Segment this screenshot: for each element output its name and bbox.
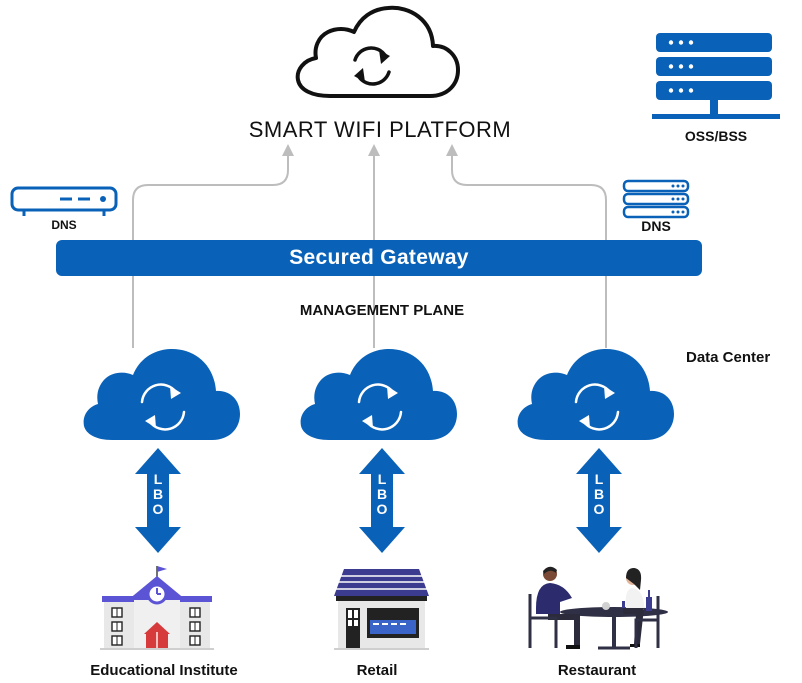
site-label-restaurant: Restaurant [557,662,637,679]
data-center-label: Data Center [686,349,771,366]
server-stack-icon [652,33,780,119]
sync-icon [357,383,403,431]
dns-router-icon [10,186,118,216]
site-label-retail: Retail [356,662,398,679]
lbo-double-arrow [135,448,181,553]
site-label-education: Educational Institute [90,662,238,679]
management-plane-label: MANAGEMENT PLANE [299,302,465,319]
lbo-double-arrow [576,448,622,553]
store-icon [334,569,429,650]
sync-icon [574,383,620,431]
restaurant-icon [528,566,668,650]
dns-left-label: DNS [51,218,77,232]
platform-title: SMART WIFI PLATFORM [248,117,512,142]
lbo-double-arrow [359,448,405,553]
platform-cloud-icon [295,5,460,98]
data-center-cloud-icon [83,348,241,440]
data-center-cloud-icon [300,348,457,440]
secured-gateway-bar: Secured Gateway [56,240,702,276]
school-icon [100,566,214,650]
dns-right-label: DNS [641,218,671,234]
secured-gateway-label: Secured Gateway [289,246,469,269]
oss-bss-label: OSS/BSS [684,128,748,144]
data-center-cloud-icon [517,348,674,440]
dns-server-icon [622,179,690,219]
sync-icon [140,383,186,431]
